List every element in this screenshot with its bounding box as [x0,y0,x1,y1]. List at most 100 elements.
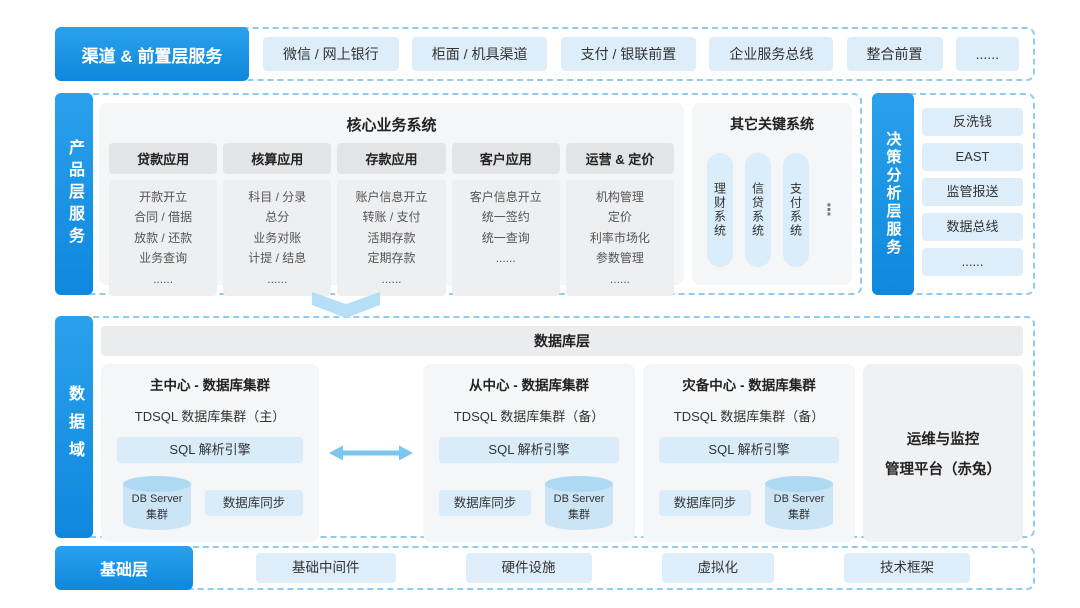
core-line: 客户信息开立 [469,190,542,204]
core-system-title: 核心业务系统 [346,117,437,134]
channel-layer-section: 渠道 & 前置层服务 微信 / 网上银行 柜面 / 机具渠道 支付 / 银联前置… [55,27,1035,81]
db-layer-header: 数据库层 [101,326,1023,356]
core-system-card: 核心业务系统 贷款应用 开款开立 合同 / 借据 放款 / 还款 业务查询 ..… [99,103,684,296]
core-column-customer: 客户应用 客户信息开立 统一签约 统一查询 ...... [451,143,560,296]
core-line: 定期存款 [367,251,416,266]
sql-engine-pill: SQL 解析引擎 [439,437,619,463]
core-column-body: 机构管理 定价 利率市场化 参数管理 ...... [565,180,675,296]
foundation-item: 基础中间件 [256,553,396,583]
sql-engine-pill: SQL 解析引擎 [117,437,303,463]
core-line: 开款开立 [139,190,188,204]
decision-items: 反洗钱 EAST 监管报送 数据总线 ...... [912,95,1033,293]
data-domain-content: 数据库层 主中心 - 数据库集群 TDSQL 数据库集群（主） SQL 解析引擎 [91,318,1033,542]
db-server-label: DB Server 集群 [773,493,825,521]
core-line: 统一查询 [481,230,530,245]
channel-item-ellipsis: ...... [955,37,1019,71]
decision-layer-section: 决策分析层服务 反洗钱 EAST 监管报送 数据总线 ...... [872,93,1035,295]
other-system-pill: 支付系统 [783,152,809,267]
db-sync-pill: 数据库同步 [659,490,751,516]
channel-item: 企业服务总线 [709,37,834,71]
core-line: 总分 [265,210,290,225]
cluster-subtitle: TDSQL 数据库集群（主） [134,409,286,424]
foundation-item: 技术框架 [844,553,970,583]
core-line: 机构管理 [595,190,644,204]
decision-layer-label: 决策分析层服务 [872,93,914,295]
core-line: 科目 / 分录 [248,190,307,204]
core-line: 利率市场化 [589,230,650,245]
sync-arrow-icon [329,445,413,461]
core-column-body: 科目 / 分录 总分 业务对账 计提 / 结息 ...... [223,180,332,296]
core-line: 账户信息开立 [355,190,428,204]
decision-item: 数据总线 [922,213,1023,241]
foundation-layer-label: 基础层 [55,546,193,590]
cluster-title: 从中心 - 数据库集群 [469,378,589,393]
core-column-operations: 运营 & 定价 机构管理 定价 利率市场化 参数管理 ...... [565,143,675,296]
ops-platform-line: 管理平台（赤兔） [885,461,1001,478]
channel-item: 微信 / 网上银行 [263,37,399,71]
sync-arrow-zone [327,364,415,542]
core-column-loan: 贷款应用 开款开立 合同 / 借据 放款 / 还款 业务查询 ...... [109,143,218,296]
foundation-item: 硬件设施 [465,553,592,583]
core-column-header: 存款应用 [337,143,446,174]
db-cylinder-icon [765,476,833,530]
core-line: 业务对账 [253,230,302,245]
core-line: 业务查询 [139,251,188,266]
product-layer-section: 产品层服务 核心业务系统 贷款应用 开款开立 合同 / 借据 放款 / 还款 业… [55,93,862,296]
core-column-header: 客户应用 [451,143,560,174]
db-server-label: DB Server 集群 [553,493,605,521]
cluster-bottom-row: 数据库同步 DB Server 集群 [659,474,839,532]
core-line: ...... [267,271,288,286]
cluster-card-disaster-recovery: 灾备中心 - 数据库集群 TDSQL 数据库集群（备） SQL 解析引擎 数据库… [643,364,855,542]
channel-item: 整合前置 [846,37,943,71]
core-column-body: 开款开立 合同 / 借据 放款 / 还款 业务查询 ...... [109,180,218,296]
core-line: 合同 / 借据 [134,210,193,225]
core-line: 参数管理 [595,251,644,266]
decision-item: 监管报送 [922,178,1023,206]
ops-platform-card: 运维与监控 管理平台（赤兔） [863,364,1023,542]
product-layer-label: 产品层服务 [55,93,93,295]
other-systems-card: 其它关键系统 理财系统 信贷系统 支付系统 ⋮ [692,103,852,285]
core-line: ...... [609,271,630,286]
core-column-header: 运营 & 定价 [565,143,675,174]
core-line: 活期存款 [367,230,416,245]
core-line: 放款 / 还款 [134,230,193,245]
decision-item: 反洗钱 [922,108,1023,136]
other-system-pill: 理财系统 [707,152,733,267]
core-line: 计提 / 结息 [248,251,307,266]
core-line: 统一签约 [481,210,530,225]
channel-items: 微信 / 网上银行 柜面 / 机具渠道 支付 / 银联前置 企业服务总线 整合前… [263,37,1033,71]
decision-item-ellipsis: ...... [922,248,1023,276]
channel-layer-label: 渠道 & 前置层服务 [55,27,249,81]
db-cylinder-icon [545,476,613,530]
db-server-cylinder: DB Server 集群 [759,474,839,532]
cluster-subtitle: TDSQL 数据库集群（备） [673,409,825,424]
db-server-cylinder: DB Server 集群 [539,474,619,532]
sql-engine-pill: SQL 解析引擎 [659,437,839,463]
cluster-title: 灾备中心 - 数据库集群 [682,378,816,393]
channel-item: 柜面 / 机具渠道 [411,37,548,71]
cluster-title: 主中心 - 数据库集群 [150,378,270,393]
core-line: ...... [153,271,174,286]
core-column-accounting: 核算应用 科目 / 分录 总分 业务对账 计提 / 结息 ...... [223,143,332,296]
data-domain-section: 数据域 数据库层 主中心 - 数据库集群 TDSQL 数据库集群（主） SQL … [55,316,1035,542]
foundation-items: 基础中间件 硬件设施 虚拟化 技术框架 [193,553,1033,583]
core-line: ...... [381,271,402,286]
core-line: 转账 / 支付 [362,210,421,225]
other-systems-pills: 理财系统 信贷系统 支付系统 ⋮ [700,142,844,273]
other-systems-title: 其它关键系统 [730,116,814,132]
db-sync-pill: 数据库同步 [439,490,531,516]
cluster-bottom-row: DB Server 集群 数据库同步 [117,474,303,532]
core-column-body: 账户信息开立 转账 / 支付 活期存款 定期存款 ...... [337,180,446,296]
foundation-layer-section: 基础层 基础中间件 硬件设施 虚拟化 技术框架 [55,546,1035,590]
core-line: ...... [495,251,516,266]
db-cylinder-icon [123,476,191,530]
db-sync-pill: 数据库同步 [205,490,303,516]
cluster-card-primary: 主中心 - 数据库集群 TDSQL 数据库集群（主） SQL 解析引擎 DB S… [101,364,319,542]
db-server-label: DB Server 集群 [131,493,183,521]
decision-item: EAST [922,143,1023,171]
product-layer-content: 核心业务系统 贷款应用 开款开立 合同 / 借据 放款 / 还款 业务查询 ..… [91,95,860,296]
down-arrow-icon [312,292,380,318]
db-server-cylinder: DB Server 集群 [117,474,197,532]
foundation-item: 虚拟化 [661,553,774,583]
core-column-header: 核算应用 [223,143,332,174]
